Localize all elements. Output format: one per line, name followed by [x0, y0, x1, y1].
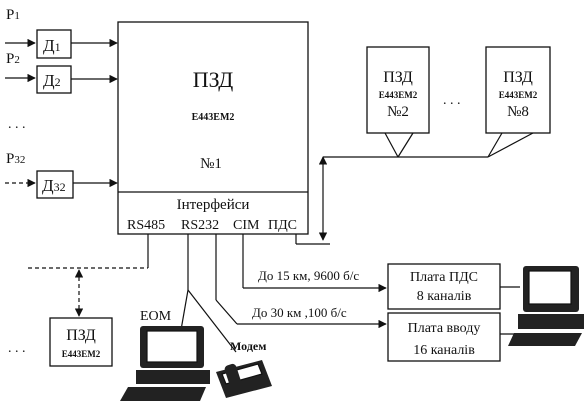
- remote-unit-2-title: ПЗД: [383, 69, 413, 86]
- port-rs485: RS485: [127, 218, 165, 233]
- rs485-link: [28, 234, 148, 316]
- right-monitor-screen: [529, 271, 571, 304]
- unit-2-tap-left: [385, 133, 398, 157]
- remote-unit-2-model: Е443ЕМ2: [379, 90, 418, 100]
- link2-label: До 30 км ,100 б/с: [252, 305, 347, 320]
- remote-unit-8-title: ПЗД: [503, 69, 533, 86]
- signal-label-p2: P2: [6, 51, 20, 67]
- bottom-pc-case: [136, 370, 210, 384]
- remote-unit-2-number: №2: [387, 104, 409, 120]
- remote-units-ellipsis: . . .: [443, 93, 461, 108]
- bottom-computer-icon: [120, 326, 210, 401]
- board-pds-line1: Плата ПДС: [410, 270, 478, 285]
- bottom-ellipsis: . . .: [8, 341, 26, 356]
- modem-icon: [216, 360, 272, 398]
- rs232-to-computer: [181, 290, 188, 330]
- unit-2-tap-right: [398, 133, 413, 157]
- bottom-unit-title: ПЗД: [66, 327, 96, 344]
- main-unit-title: ПЗД: [193, 67, 234, 92]
- board-input-line2: 16 каналів: [413, 343, 475, 358]
- input-ellipsis: . . .: [8, 117, 26, 132]
- bottom-unit-model: Е443ЕМ2: [62, 349, 101, 359]
- input-channel-32: P32 Д32: [5, 151, 117, 198]
- remote-unit-pzd-2: ПЗД Е443ЕМ2 №2: [367, 47, 429, 133]
- link-to-pds-board: До 15 км, 9600 б/с: [243, 234, 386, 288]
- board-pds-line2: 8 каналів: [417, 289, 472, 304]
- interfaces-title: Інтерфейси: [177, 197, 250, 213]
- computer-label: ЕОМ: [140, 309, 172, 324]
- remote-unit-pzd-8: ПЗД Е443ЕМ2 №8: [486, 47, 550, 133]
- modem-label: Модем: [230, 339, 266, 353]
- input-channel-1: P1 Д1: [5, 7, 117, 58]
- right-pc-case: [518, 314, 584, 329]
- link1-label: До 15 км, 9600 б/с: [258, 268, 359, 283]
- main-unit-pzd-1: ПЗД Е443ЕМ2 №1 Інтерфейси RS485 RS232 СІ…: [118, 22, 308, 234]
- bottom-monitor-screen: [147, 331, 197, 362]
- board-input-line1: Плата вводу: [408, 321, 481, 336]
- link2-bend: [216, 300, 237, 324]
- bottom-keyboard: [120, 387, 206, 401]
- bottom-unit-pzd: ПЗД Е443ЕМ2: [50, 318, 112, 366]
- port-pds: ПДС: [268, 218, 297, 233]
- right-computer-icon: [508, 266, 584, 346]
- signal-label-p32: P32: [6, 151, 25, 167]
- remote-unit-8-model: Е443ЕМ2: [499, 90, 538, 100]
- board-input: Плата вводу 16 каналів: [388, 313, 500, 361]
- main-unit-number: №1: [200, 156, 222, 172]
- signal-label-p1: P1: [6, 7, 20, 23]
- main-unit-model: Е443ЕМ2: [192, 112, 235, 123]
- right-keyboard: [508, 333, 582, 346]
- port-rs232: RS232: [181, 218, 219, 233]
- board-pds: Плата ПДС 8 каналів: [388, 264, 500, 309]
- remote-bus-wires: [296, 133, 533, 244]
- port-cim: СІМ: [233, 218, 260, 233]
- remote-unit-8-number: №8: [507, 104, 529, 120]
